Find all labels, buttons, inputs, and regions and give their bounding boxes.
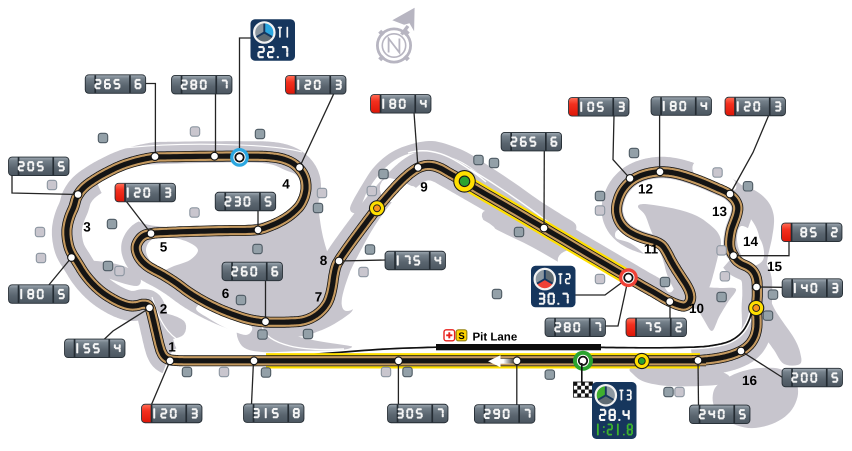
svg-text:1: 1	[168, 340, 176, 355]
svg-text:3: 3	[83, 220, 91, 235]
svg-text:8: 8	[320, 253, 328, 268]
svg-text:13: 13	[712, 204, 728, 219]
svg-text:15: 15	[767, 259, 783, 274]
svg-text:6: 6	[222, 286, 230, 301]
svg-text:7: 7	[315, 290, 323, 305]
svg-text:11: 11	[644, 241, 659, 256]
svg-text:S: S	[458, 331, 464, 342]
svg-text:12: 12	[638, 182, 653, 197]
svg-text:14: 14	[743, 234, 759, 249]
svg-text:10: 10	[689, 301, 704, 316]
svg-text:5: 5	[160, 240, 168, 255]
svg-text:Pit Lane: Pit Lane	[473, 331, 518, 343]
svg-text:9: 9	[420, 180, 428, 195]
svg-text:2: 2	[160, 302, 168, 317]
svg-text:4: 4	[282, 177, 290, 192]
svg-text:16: 16	[742, 373, 758, 388]
